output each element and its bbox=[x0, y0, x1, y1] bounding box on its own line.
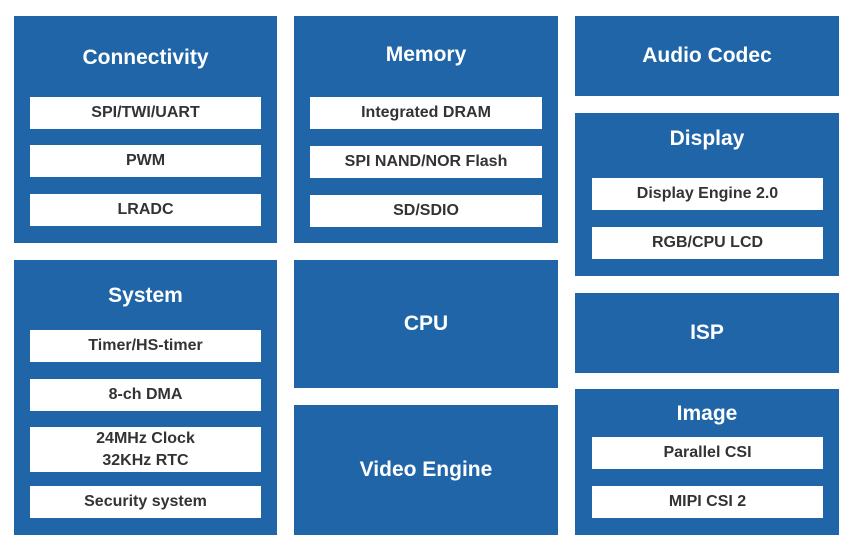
connectivity-item-pwm: PWM bbox=[30, 145, 261, 177]
display-block: Display Display Engine 2.0 RGB/CPU LCD bbox=[575, 113, 839, 276]
system-block: System Timer/HS-timer 8-ch DMA 24MHz Clo… bbox=[14, 260, 277, 535]
connectivity-item-spi-twi-uart: SPI/TWI/UART bbox=[30, 97, 261, 129]
system-item-timer: Timer/HS-timer bbox=[30, 330, 261, 362]
display-title: Display bbox=[669, 127, 745, 150]
memory-title: Memory bbox=[385, 43, 467, 66]
system-item-dma: 8-ch DMA bbox=[30, 379, 261, 411]
video-engine-block: Video Engine bbox=[294, 405, 558, 535]
connectivity-item-lradc: LRADC bbox=[30, 194, 261, 226]
system-title: System bbox=[108, 284, 183, 307]
memory-item-sd-sdio: SD/SDIO bbox=[310, 195, 542, 227]
isp-title: ISP bbox=[690, 321, 724, 344]
image-item-parallel-csi: Parallel CSI bbox=[592, 437, 823, 469]
connectivity-title: Connectivity bbox=[82, 46, 209, 69]
audio-codec-block: Audio Codec bbox=[575, 16, 839, 96]
system-item-security: Security system bbox=[30, 486, 261, 518]
system-item-clock-rtc: 24MHz Clock 32KHz RTC bbox=[30, 427, 261, 472]
display-item-engine: Display Engine 2.0 bbox=[592, 178, 823, 210]
video-engine-title: Video Engine bbox=[359, 458, 493, 481]
image-block: Image Parallel CSI MIPI CSI 2 bbox=[575, 389, 839, 535]
memory-block: Memory Integrated DRAM SPI NAND/NOR Flas… bbox=[294, 16, 558, 243]
audio-codec-title: Audio Codec bbox=[642, 44, 772, 67]
memory-item-integrated-dram: Integrated DRAM bbox=[310, 97, 542, 129]
image-item-mipi-csi-2: MIPI CSI 2 bbox=[592, 486, 823, 518]
cpu-title: CPU bbox=[403, 312, 449, 335]
memory-item-spi-flash: SPI NAND/NOR Flash bbox=[310, 146, 542, 178]
connectivity-block: Connectivity SPI/TWI/UART PWM LRADC bbox=[14, 16, 277, 243]
cpu-block: CPU bbox=[294, 260, 558, 388]
isp-block: ISP bbox=[575, 293, 839, 373]
image-title: Image bbox=[676, 402, 738, 425]
display-item-rgb-cpu-lcd: RGB/CPU LCD bbox=[592, 227, 823, 259]
